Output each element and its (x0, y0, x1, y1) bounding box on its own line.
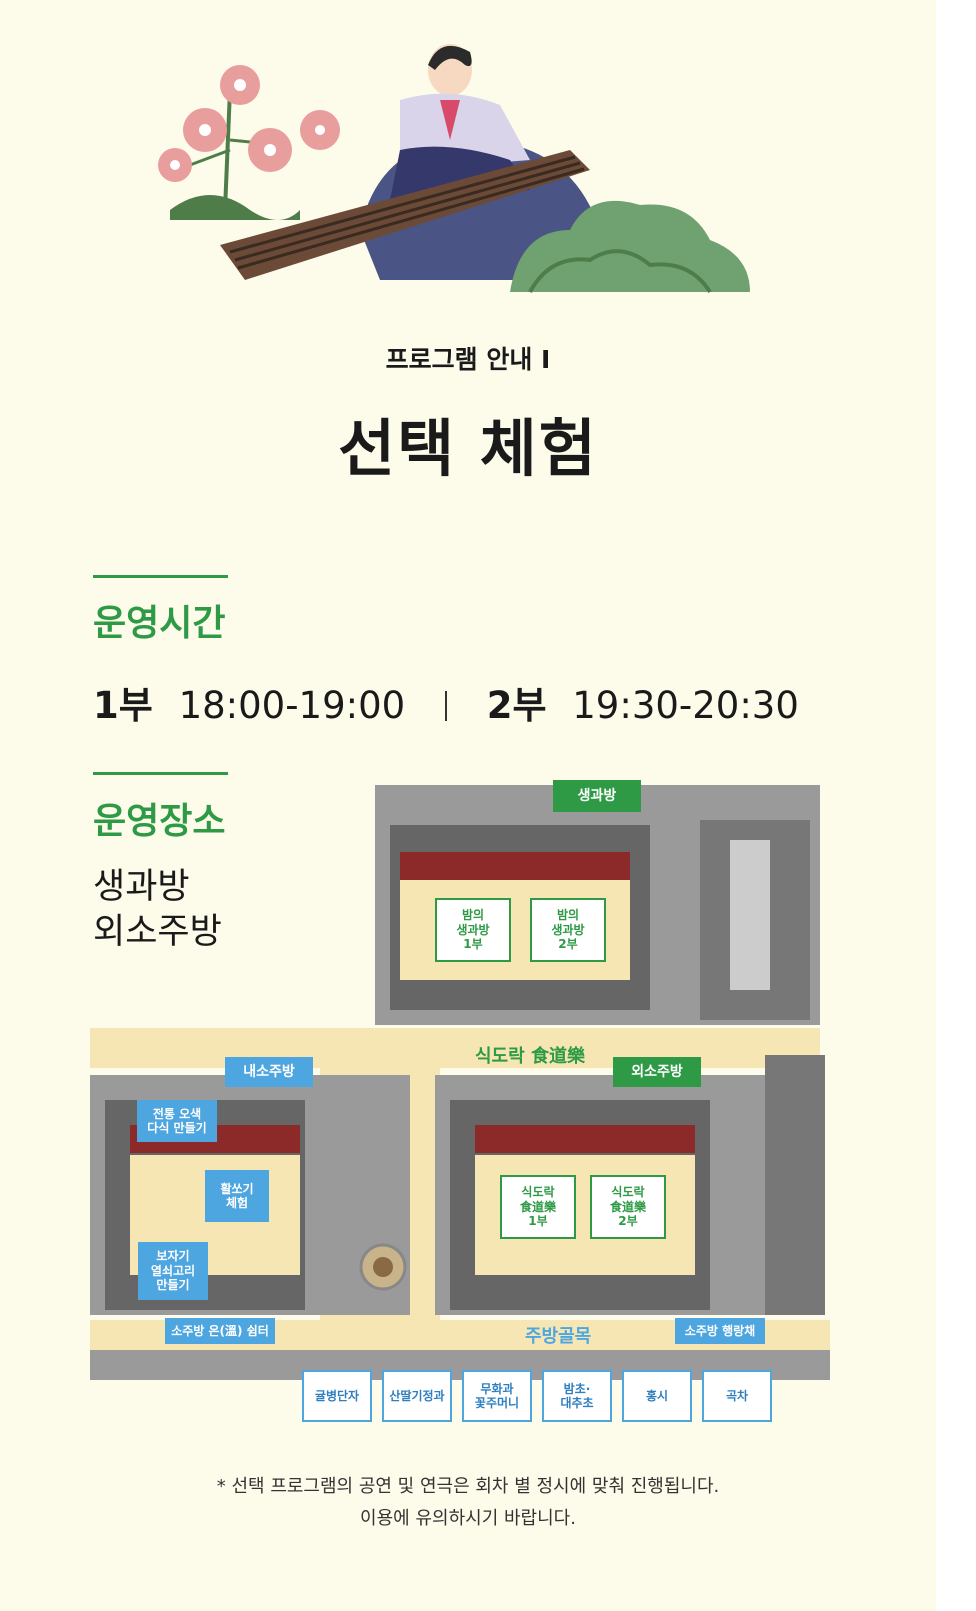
hours-schedule: 1부 18:00-19:00 2부 19:30-20:30 (93, 675, 799, 729)
section-rule (93, 575, 228, 578)
label-night-saenggwabang-1: 밤의 생과방 1부 (435, 898, 511, 962)
stall-4: 밤초· 대추초 (542, 1370, 612, 1422)
label-osaek-dasik: 전통 오색 다식 만들기 (137, 1100, 217, 1142)
venue-place-1: 생과방 (93, 867, 190, 907)
part2-time: 19:30-20:30 (572, 684, 799, 727)
stall-5: 홍시 (622, 1370, 692, 1422)
label-sikdorak-2: 식도락 食道樂 2부 (590, 1175, 666, 1239)
label-oesojubang: 외소주방 (613, 1057, 701, 1087)
label-jubang-golmok: 주방골목 (525, 1326, 592, 1347)
page-title: 선택 체험 (338, 412, 598, 485)
venue-map: 생과방 밤의 생과방 1부 밤의 생과방 2부 식도락 食道樂 내소주방 외소주… (90, 780, 850, 1460)
stall-1: 귤병단자 (302, 1370, 372, 1422)
label-night-saenggwabang-2: 밤의 생과방 2부 (530, 898, 606, 962)
gayageum-player-illustration (158, 44, 750, 294)
venue-heading: 운영장소 (93, 801, 226, 842)
page-edge (936, 0, 976, 1611)
stall-6: 곡차 (702, 1370, 772, 1422)
flower-plant-icon (158, 65, 340, 220)
footer-note-2: 이용에 유의하시기 바랍니다. (360, 1508, 576, 1529)
section-rule (93, 772, 228, 775)
label-haengnangchae: 소주방 행랑채 (675, 1318, 765, 1344)
label-sikdorak-1: 식도락 食道樂 1부 (500, 1175, 576, 1239)
stall-2: 산딸기정과 (382, 1370, 452, 1422)
label-naesojubang: 내소주방 (225, 1057, 313, 1087)
stall-3: 무화과 꽃주머니 (462, 1370, 532, 1422)
part1-label: 1부 (93, 684, 153, 727)
part2-label: 2부 (486, 684, 547, 727)
label-bojagi: 보자기 열쇠고리 만들기 (138, 1242, 208, 1300)
divider (444, 691, 447, 721)
footer-note-1: * 선택 프로그램의 공연 및 연극은 회차 별 정시에 맞춰 진행됩니다. (216, 1476, 720, 1497)
program-guide-subtitle: 프로그램 안내 I (385, 345, 551, 374)
label-sikdorak-path: 식도락 食道樂 (475, 1046, 585, 1067)
label-saenggwabang: 생과방 (553, 780, 641, 812)
label-hwalssogi: 활쏘기 체험 (205, 1170, 269, 1222)
part1-time: 18:00-19:00 (178, 684, 406, 727)
venue-place-2: 외소주방 (93, 912, 222, 952)
hours-heading: 운영시간 (93, 603, 226, 644)
label-on-shelter: 소주방 온(溫) 쉼터 (165, 1318, 275, 1344)
